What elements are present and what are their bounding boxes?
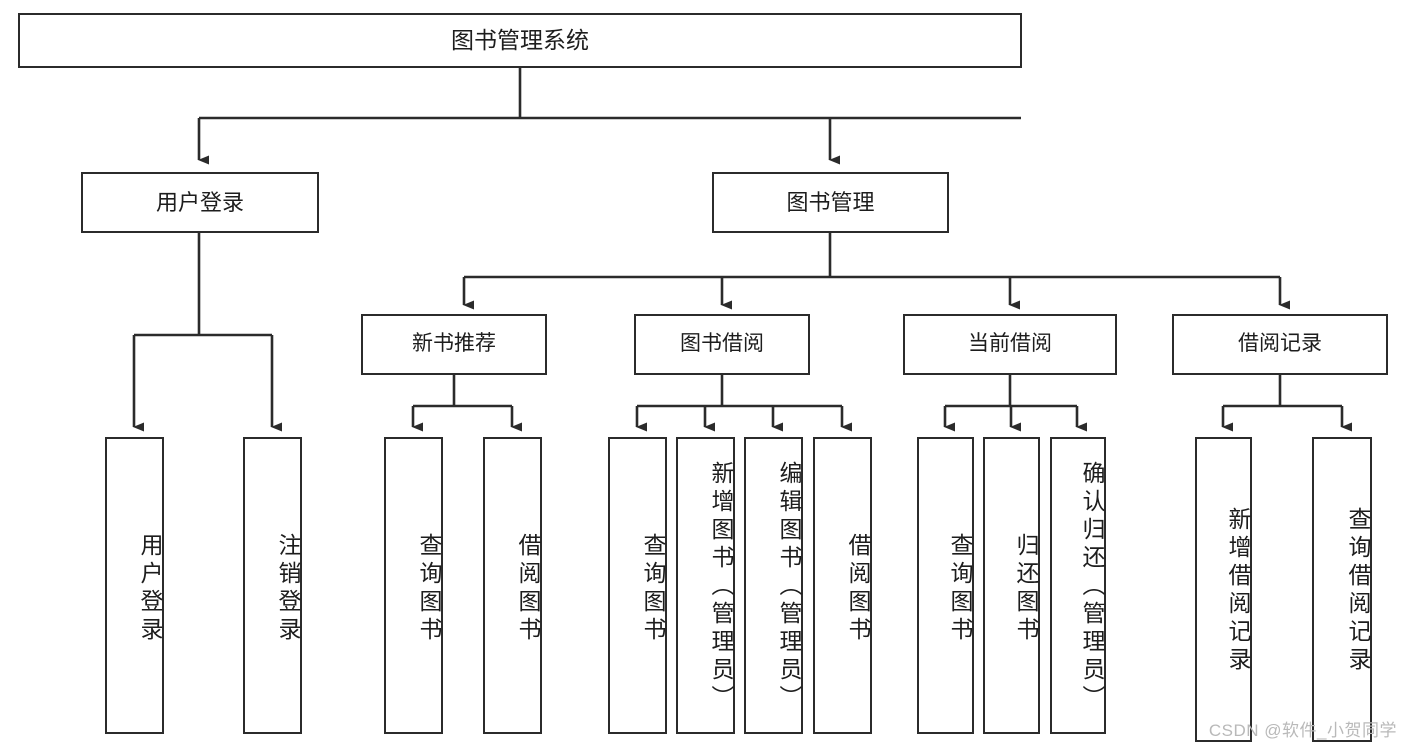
leaf-query-book-recommend[interactable]: 查询图书 bbox=[384, 437, 443, 734]
watermark: CSDN @软件_小贺同学 bbox=[1208, 721, 1397, 740]
node-current-borrow[interactable]: 当前借阅 bbox=[903, 314, 1117, 375]
leaf-borrow-book[interactable]: 借阅图书 bbox=[813, 437, 872, 734]
node-label: 新增图书（管理员） bbox=[708, 460, 734, 713]
leaf-user-login[interactable]: 用户登录 bbox=[105, 437, 164, 734]
node-borrow-record[interactable]: 借阅记录 bbox=[1172, 314, 1388, 375]
node-book-borrow[interactable]: 图书借阅 bbox=[634, 314, 810, 375]
node-label: 查询图书 bbox=[947, 532, 973, 645]
node-label: 当前借阅 bbox=[968, 332, 1052, 356]
node-root-system[interactable]: 图书管理系统 bbox=[18, 13, 1022, 68]
node-label: 借阅记录 bbox=[1238, 332, 1322, 356]
node-label: 查询借阅记录 bbox=[1345, 506, 1371, 675]
node-label: 编辑图书（管理员） bbox=[776, 460, 802, 713]
node-label: 用户登录 bbox=[137, 532, 163, 645]
leaf-query-borrow-record[interactable]: 查询借阅记录 bbox=[1312, 437, 1372, 742]
node-label: 新书推荐 bbox=[412, 332, 496, 356]
node-new-book-recommend[interactable]: 新书推荐 bbox=[361, 314, 547, 375]
node-label: 图书借阅 bbox=[680, 332, 764, 356]
node-label: 借阅图书 bbox=[515, 532, 541, 645]
node-book-management[interactable]: 图书管理 bbox=[712, 172, 949, 233]
leaf-query-book-borrow[interactable]: 查询图书 bbox=[608, 437, 667, 734]
leaf-return-book[interactable]: 归还图书 bbox=[983, 437, 1040, 734]
node-label: 图书管理系统 bbox=[451, 27, 589, 54]
node-label: 新增借阅记录 bbox=[1225, 506, 1251, 675]
node-label: 图书管理 bbox=[786, 189, 875, 215]
node-label: 查询图书 bbox=[640, 532, 666, 645]
node-label: 查询图书 bbox=[416, 532, 442, 645]
node-user-login[interactable]: 用户登录 bbox=[81, 172, 319, 233]
node-label: 注销登录 bbox=[275, 532, 301, 645]
leaf-user-logout[interactable]: 注销登录 bbox=[243, 437, 302, 734]
leaf-edit-book-admin[interactable]: 编辑图书（管理员） bbox=[744, 437, 803, 734]
leaf-query-book-current[interactable]: 查询图书 bbox=[917, 437, 974, 734]
node-label: 确认归还（管理员） bbox=[1079, 460, 1105, 713]
node-label: 归还图书 bbox=[1013, 532, 1039, 645]
node-label: 借阅图书 bbox=[845, 532, 871, 645]
leaf-add-book-admin[interactable]: 新增图书（管理员） bbox=[676, 437, 735, 734]
leaf-borrow-book-recommend[interactable]: 借阅图书 bbox=[483, 437, 542, 734]
leaf-confirm-return-admin[interactable]: 确认归还（管理员） bbox=[1050, 437, 1106, 734]
node-label: 用户登录 bbox=[155, 189, 244, 215]
leaf-add-borrow-record[interactable]: 新增借阅记录 bbox=[1195, 437, 1252, 742]
